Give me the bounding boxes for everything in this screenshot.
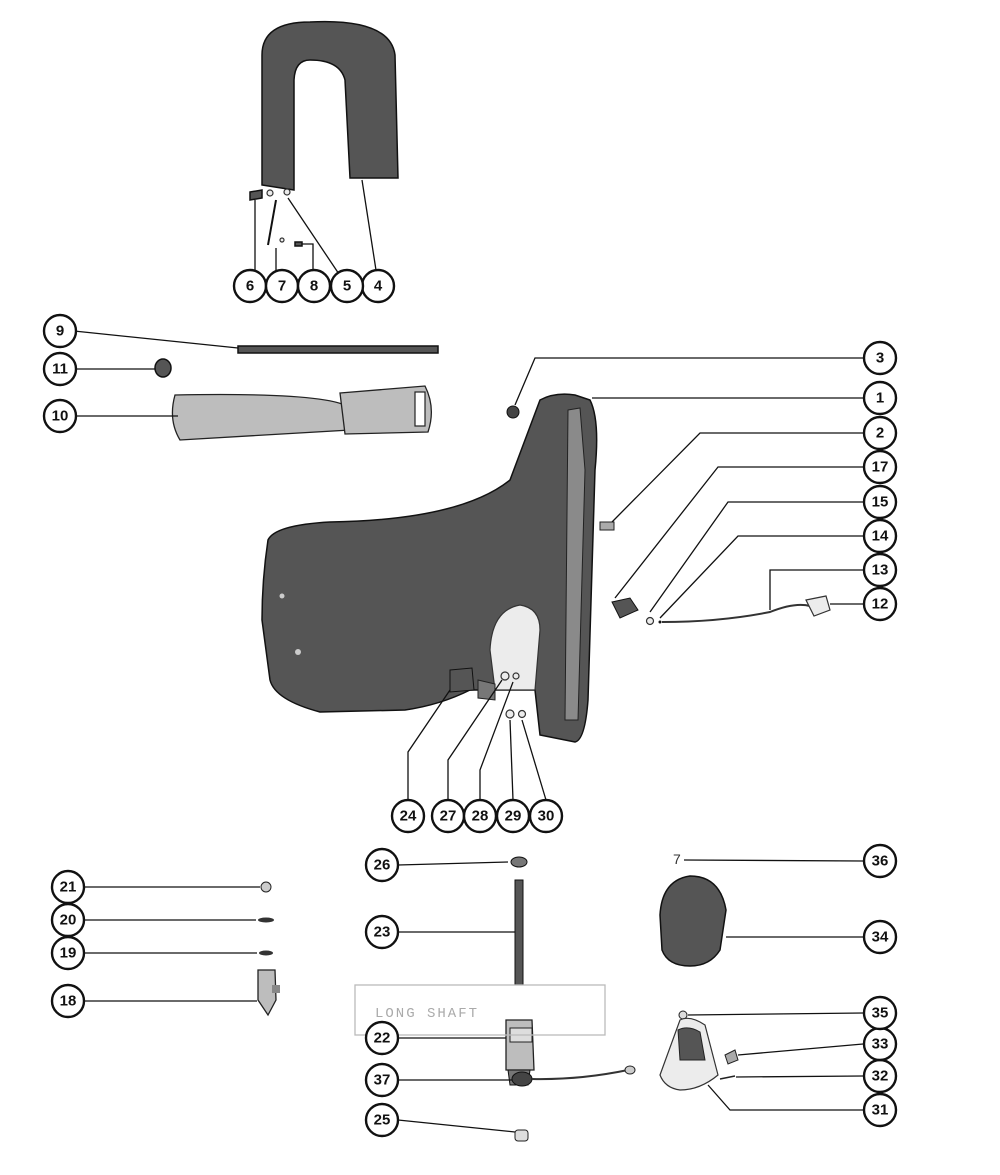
callout-24-label: 24 — [400, 808, 417, 825]
callout-36-label: 36 — [872, 853, 889, 870]
callout-37: 37 — [364, 1062, 400, 1098]
driveshaft-housing-part — [261, 393, 615, 743]
callout-28: 28 — [462, 798, 498, 834]
callout-34: 34 — [862, 919, 898, 955]
callout-23: 23 — [364, 914, 400, 950]
callout-11: 11 — [42, 351, 78, 387]
callout-1-label: 1 — [876, 390, 884, 407]
callout-14: 14 — [862, 518, 898, 554]
grommet-part — [154, 358, 172, 378]
callout-19: 19 — [50, 935, 86, 971]
driveshaft-assembly-parts — [505, 856, 636, 1142]
callout-18-label: 18 — [60, 993, 77, 1010]
callout-7: 7 — [264, 268, 300, 304]
callout-13-label: 13 — [872, 562, 889, 579]
callout-22: 22 — [364, 1020, 400, 1056]
callout-30-label: 30 — [538, 808, 555, 825]
callout-5-label: 5 — [343, 278, 351, 295]
callout-32-label: 32 — [872, 1068, 889, 1085]
callout-6-label: 6 — [246, 278, 254, 295]
callout-32: 32 — [862, 1058, 898, 1094]
callout-33: 33 — [862, 1026, 898, 1062]
callout-3: 3 — [862, 340, 898, 376]
callout-14-label: 14 — [872, 528, 889, 545]
callout-12-label: 12 — [872, 596, 889, 613]
leader-lines — [73, 179, 864, 1133]
callout-27: 27 — [430, 798, 466, 834]
callout-18: 18 — [50, 983, 86, 1019]
callout-3-label: 3 — [876, 350, 884, 367]
callout-5: 5 — [329, 268, 365, 304]
callout-37-label: 37 — [374, 1072, 391, 1089]
callout-33-label: 33 — [872, 1036, 889, 1053]
callout-29-label: 29 — [505, 808, 522, 825]
callout-29: 29 — [495, 798, 531, 834]
callout-26: 26 — [364, 847, 400, 883]
water-tube-parts — [611, 595, 831, 626]
watermark-box: LONG SHAFT — [354, 984, 606, 1036]
callout-17-label: 17 — [872, 459, 889, 476]
callout-10-label: 10 — [52, 408, 69, 425]
callout-31-label: 31 — [872, 1102, 889, 1119]
cowl-hardware-parts — [249, 188, 303, 247]
callout-9-label: 9 — [56, 323, 64, 340]
callout-34-label: 34 — [872, 929, 889, 946]
callout-19-label: 19 — [60, 945, 77, 962]
callout-2-label: 2 — [876, 425, 884, 442]
callout-8: 8 — [296, 268, 332, 304]
callout-21: 21 — [50, 869, 86, 905]
callout-20-label: 20 — [60, 912, 77, 929]
callout-4-label: 4 — [374, 278, 383, 295]
callout-27-label: 27 — [440, 808, 457, 825]
callout-25-label: 25 — [374, 1112, 391, 1129]
gearcase-cover-parts: 7 — [659, 851, 739, 1091]
callout-15: 15 — [862, 484, 898, 520]
callout-30: 30 — [528, 798, 564, 834]
callout-9: 9 — [42, 313, 78, 349]
callout-12: 12 — [862, 586, 898, 622]
fitting-stack-parts — [257, 881, 280, 1017]
watermark-text: LONG SHAFT — [375, 1006, 479, 1022]
callout-6: 6 — [232, 268, 268, 304]
callout-25: 25 — [364, 1102, 400, 1138]
callout-11-label: 11 — [52, 361, 68, 378]
callout-22-label: 22 — [374, 1030, 391, 1047]
callout-10: 10 — [42, 398, 78, 434]
callout-8-label: 8 — [310, 278, 318, 295]
callout-36: 36 — [862, 843, 898, 879]
callout-2: 2 — [862, 415, 898, 451]
top-cowl-part — [261, 20, 399, 191]
callout-15-label: 15 — [872, 494, 889, 511]
svg-text:7: 7 — [673, 851, 681, 867]
callout-20: 20 — [50, 902, 86, 938]
callout-7-label: 7 — [278, 278, 286, 295]
callout-35-label: 35 — [872, 1005, 889, 1022]
callout-24: 24 — [390, 798, 426, 834]
exhaust-tube-part — [171, 385, 432, 441]
callout-4: 4 — [360, 268, 396, 304]
callout-23-label: 23 — [374, 924, 391, 941]
anode-and-screws-parts — [449, 667, 527, 719]
callout-13: 13 — [862, 552, 898, 588]
callout-17: 17 — [862, 449, 898, 485]
shift-rod-part — [237, 345, 439, 354]
callout-26-label: 26 — [374, 857, 391, 874]
callout-31: 31 — [862, 1092, 898, 1128]
callout-1: 1 — [862, 380, 898, 416]
callout-21-label: 21 — [60, 879, 77, 896]
callout-28-label: 28 — [472, 808, 489, 825]
callout-35: 35 — [862, 995, 898, 1031]
